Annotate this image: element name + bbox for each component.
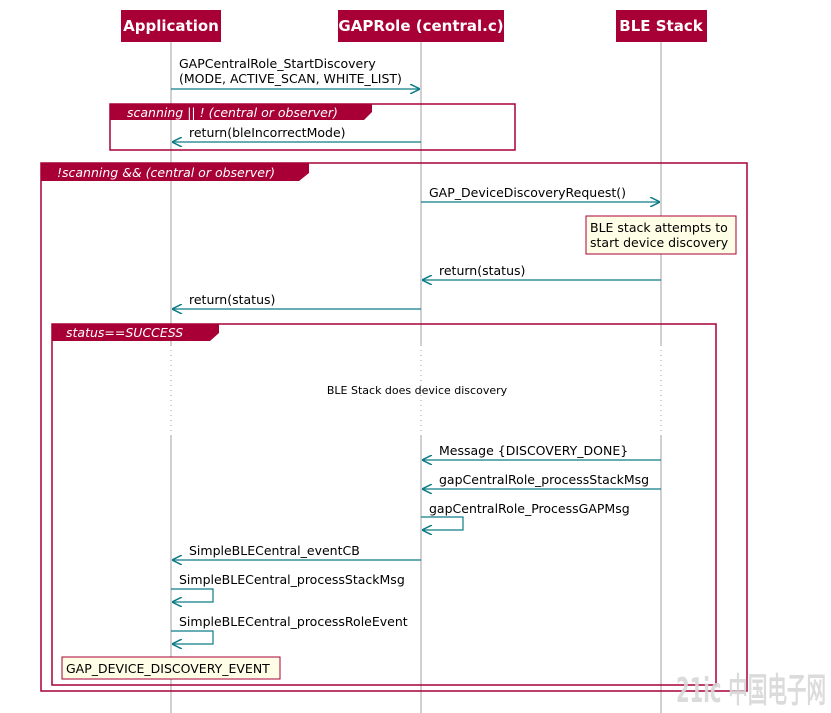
message-label: GAPCentralRole_StartDiscovery — [179, 56, 376, 71]
participant-label: GAPRole (central.c) — [338, 17, 503, 35]
message-arrow — [421, 516, 464, 530]
frame-title: !scanning && (central or observer) — [57, 165, 275, 180]
message-return-status-stack: return(status) — [422, 263, 661, 280]
frame-title: scanning || ! (central or observer) — [127, 105, 338, 120]
message-label: return(status) — [189, 292, 275, 307]
frame-title: status==SUCCESS — [66, 325, 183, 340]
participant-gaprole: GAPRole (central.c) — [338, 10, 504, 42]
message-event-cb: SimpleBLECentral_eventCB — [172, 543, 421, 560]
delay-label: BLE Stack does device discovery — [327, 384, 508, 397]
message-label: (MODE, ACTIVE_SCAN, WHITE_LIST) — [179, 71, 402, 86]
message-label: SimpleBLECentral_processRoleEvent — [179, 614, 408, 629]
frame-status-success: status==SUCCESS — [51, 323, 717, 686]
participant-label: Application — [123, 17, 219, 35]
message-label: GAP_DeviceDiscoveryRequest() — [429, 185, 626, 200]
lifelines — [170, 42, 662, 713]
message-app-process-role-event: SimpleBLECentral_processRoleEvent — [171, 614, 408, 644]
participant-label: BLE Stack — [619, 17, 703, 35]
note-text: GAP_DEVICE_DISCOVERY_EVENT — [66, 661, 270, 676]
message-label: gapCentralRole_processStackMsg — [439, 472, 649, 487]
message-discovery-done: Message {DISCOVERY_DONE} — [422, 443, 661, 460]
message-label: return(bleIncorrectMode) — [189, 125, 346, 140]
watermark-text: 21ic 中国电子网 — [676, 671, 826, 711]
message-start-discovery: GAPCentralRole_StartDiscovery (MODE, ACT… — [171, 56, 420, 89]
message-device-discovery-request: GAP_DeviceDiscoveryRequest() — [421, 185, 660, 202]
messages: GAPCentralRole_StartDiscovery (MODE, ACT… — [171, 56, 661, 644]
message-label: Message {DISCOVERY_DONE} — [439, 443, 628, 458]
message-return-status-app: return(status) — [172, 292, 421, 309]
message-return-incorrect-mode: return(bleIncorrectMode) — [172, 125, 421, 142]
participants: Application GAPRole (central.c) BLE Stac… — [121, 10, 707, 42]
participant-application: Application — [121, 10, 221, 42]
note-ble-stack-attempts: BLE stack attempts to start device disco… — [585, 215, 737, 255]
participant-ble-stack: BLE Stack — [616, 10, 707, 42]
message-label: SimpleBLECentral_processStackMsg — [179, 572, 405, 587]
frame-not-scanning: !scanning && (central or observer) — [40, 162, 748, 692]
message-app-process-stack-msg: SimpleBLECentral_processStackMsg — [171, 572, 405, 602]
watermark-logo: 21ic 中国电子网 — [676, 671, 826, 711]
note-text: BLE stack attempts to — [590, 220, 728, 235]
message-label: return(status) — [439, 263, 525, 278]
note-discovery-event: GAP_DEVICE_DISCOVERY_EVENT — [61, 656, 281, 680]
message-process-stack-msg: gapCentralRole_processStackMsg — [422, 472, 661, 489]
message-arrow — [171, 588, 214, 602]
note-text: start device discovery — [590, 235, 729, 250]
frame-scanning-incorrect-mode: scanning || ! (central or observer) — [109, 103, 516, 151]
message-label: SimpleBLECentral_eventCB — [189, 543, 360, 558]
message-process-gap-msg: gapCentralRole_ProcessGAPMsg — [421, 501, 630, 530]
message-label: gapCentralRole_ProcessGAPMsg — [429, 501, 630, 516]
message-arrow — [171, 630, 214, 644]
